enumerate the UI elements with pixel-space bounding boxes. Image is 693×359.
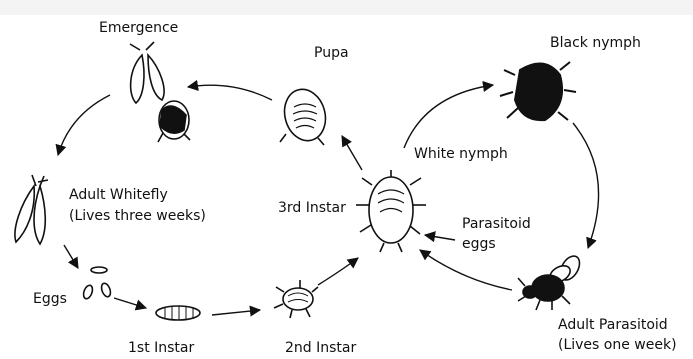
label-second-instar: 2nd Instar bbox=[285, 339, 356, 357]
arrow-third-instar-to-pupa bbox=[342, 136, 362, 170]
arrow-eggs-to-first-instar bbox=[114, 298, 146, 308]
first-instar-icon bbox=[156, 306, 200, 320]
label-third-instar: 3rd Instar bbox=[278, 199, 346, 217]
label-adult-whitefly: Adult Whitefly bbox=[69, 186, 168, 204]
emergence-icon bbox=[130, 42, 190, 142]
label-adult-whitefly-lifespan: (Lives three weeks) bbox=[69, 207, 206, 225]
arrow-black-nymph-to-adult-parasitoid bbox=[573, 123, 599, 248]
arrow-first-to-second-instar bbox=[212, 310, 260, 315]
arrow-white-nymph-to-black-nymph bbox=[404, 85, 493, 148]
label-white-nymph: White nymph bbox=[414, 145, 508, 163]
arrow-pupa-to-emergence bbox=[188, 85, 272, 100]
label-adult-parasitoid-lifespan: (Lives one week) bbox=[558, 336, 677, 354]
arrow-parasitoid-eggs-to-white-nymph bbox=[425, 235, 455, 240]
pupa-icon bbox=[279, 85, 331, 146]
arrow-emergence-to-whitefly bbox=[58, 95, 110, 155]
label-first-instar: 1st Instar bbox=[128, 339, 194, 357]
label-adult-parasitoid: Adult Parasitoid bbox=[558, 316, 668, 334]
label-pupa: Pupa bbox=[314, 44, 349, 62]
label-black-nymph: Black nymph bbox=[550, 34, 641, 52]
arrow-adult-parasitoid-to-white-nymph bbox=[420, 250, 512, 290]
adult-parasitoid-icon bbox=[518, 253, 583, 310]
second-instar-icon bbox=[274, 280, 318, 318]
third-instar-icon bbox=[356, 170, 426, 252]
arrow-whitefly-to-eggs bbox=[64, 245, 78, 268]
eggs-icon bbox=[82, 267, 112, 300]
black-nymph-icon bbox=[500, 62, 576, 120]
adult-whitefly-icon bbox=[15, 175, 48, 244]
label-emergence: Emergence bbox=[99, 19, 178, 37]
label-parasitoid-eggs-2: eggs bbox=[462, 235, 496, 253]
arrow-second-to-third-instar bbox=[318, 258, 358, 285]
label-parasitoid-eggs: Parasitoid bbox=[462, 215, 531, 233]
label-eggs: Eggs bbox=[33, 290, 67, 308]
